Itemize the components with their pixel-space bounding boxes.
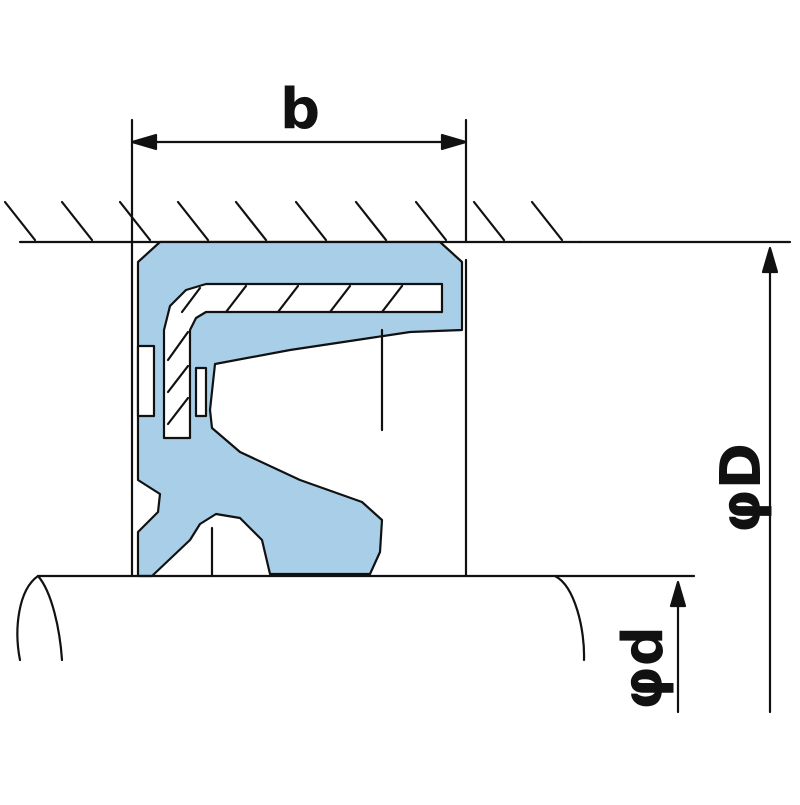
outer-diameter-dimension	[578, 240, 792, 714]
housing-wall	[3, 200, 582, 244]
width-label: b	[280, 77, 320, 142]
shaft-diameter-dimension	[669, 580, 687, 714]
outer-diameter-label: φD	[709, 443, 774, 533]
insert-hatching	[166, 284, 404, 426]
seal-case-outline	[130, 240, 468, 578]
shaft	[16, 574, 696, 662]
seal-rubber-body	[136, 240, 464, 578]
shaft-diameter-label: φd	[611, 626, 676, 710]
width-dimension	[130, 118, 468, 244]
side-groove-left	[136, 344, 156, 418]
side-groove-right	[194, 366, 208, 418]
